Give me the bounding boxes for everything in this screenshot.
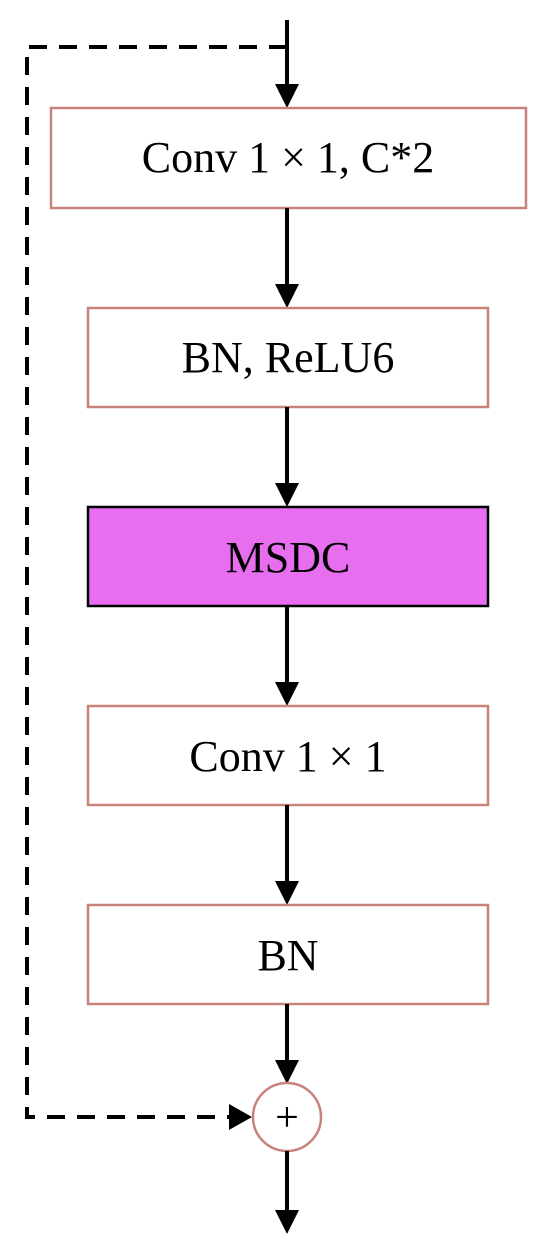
- input-arrow: [275, 20, 299, 108]
- block-conv-1x1-c2-label: Conv 1 × 1, C*2: [142, 133, 435, 182]
- output-arrow: [275, 1151, 299, 1234]
- block-msdc-label: MSDC: [226, 533, 351, 582]
- block-conv-1x1-label: Conv 1 × 1: [189, 732, 386, 781]
- skip-connection-line: [25, 45, 287, 1119]
- block-conv-1x1: Conv 1 × 1: [86, 704, 490, 807]
- arrow-conv2-to-bn: [275, 805, 299, 905]
- skip-connection-arrowhead: [229, 1104, 252, 1130]
- skip-connection: [25, 45, 287, 1130]
- arrow-bn-to-adder: [275, 1004, 299, 1084]
- block-bn-box: [86, 903, 490, 1006]
- block-conv-1x1-c2: Conv 1 × 1, C*2: [49, 106, 528, 210]
- block-bn-relu6: BN, ReLU6: [86, 306, 490, 409]
- arrow-conv1-to-bn-relu6: [275, 208, 299, 308]
- block-bn-label: BN: [257, 931, 318, 980]
- block-msdc: MSDC: [86, 505, 490, 608]
- arrow-msdc-to-conv2: [275, 606, 299, 706]
- adder-node: +: [251, 1081, 323, 1153]
- block-bn: BN: [86, 903, 490, 1006]
- block-bn-relu6-label: BN, ReLU6: [182, 333, 395, 382]
- block-conv-1x1-c2-box: [49, 106, 528, 210]
- plus-icon: +: [275, 1095, 299, 1141]
- arrow-bn-relu6-to-msdc: [275, 407, 299, 507]
- block-bn-relu6-box: [86, 306, 490, 409]
